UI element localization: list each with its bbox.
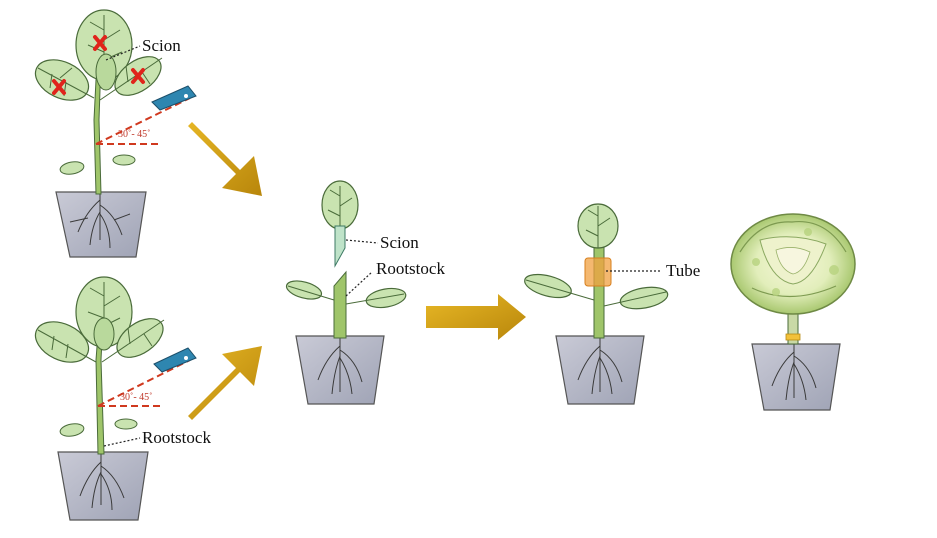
rootstock-leader-mid <box>346 272 372 296</box>
small-leaf-left <box>59 422 85 438</box>
tube-band <box>786 334 800 340</box>
scion-label-middle: Scion <box>380 233 419 252</box>
blade-icon <box>152 86 196 110</box>
angle-label-top: 30˚- 45˚ <box>118 129 151 140</box>
pot <box>58 452 148 520</box>
small-leaf-right <box>113 155 135 165</box>
rootstock-leader <box>104 438 140 446</box>
grafted-plant: Tube <box>522 204 700 404</box>
rootstock-label-middle: Rootstock <box>376 259 445 278</box>
pot <box>752 344 840 410</box>
small-leaf-left <box>59 160 85 176</box>
scion-leader-mid <box>346 240 378 243</box>
cabbage-icon <box>731 214 855 314</box>
rootstock-donor-plant: 30˚- 45˚ Rootstock <box>29 277 211 520</box>
grafting-plant: Scion Rootstock <box>285 181 446 404</box>
small-leaf-right <box>115 419 137 429</box>
rootstock-label-bottom: Rootstock <box>142 428 211 447</box>
leaf-right <box>619 284 670 312</box>
pot <box>56 192 146 257</box>
arrow-icon <box>180 122 262 196</box>
scion-donor-plant: 30˚- 45˚ Scion <box>29 10 196 257</box>
angle-label-bottom: 30˚- 45˚ <box>120 392 153 403</box>
arrow-icon <box>426 294 526 340</box>
rootstock-stem <box>334 272 346 338</box>
rootstock-leaf-left <box>285 278 324 303</box>
scion-stem <box>335 226 345 266</box>
blade-icon <box>154 348 196 372</box>
leaf-center <box>94 318 114 350</box>
scion-label-top: Scion <box>142 36 181 55</box>
mature-cabbage-plant <box>731 214 855 410</box>
tube-label: Tube <box>666 261 700 280</box>
stem <box>594 240 604 338</box>
rootstock-leaf-right <box>365 286 408 311</box>
tube <box>585 258 611 286</box>
